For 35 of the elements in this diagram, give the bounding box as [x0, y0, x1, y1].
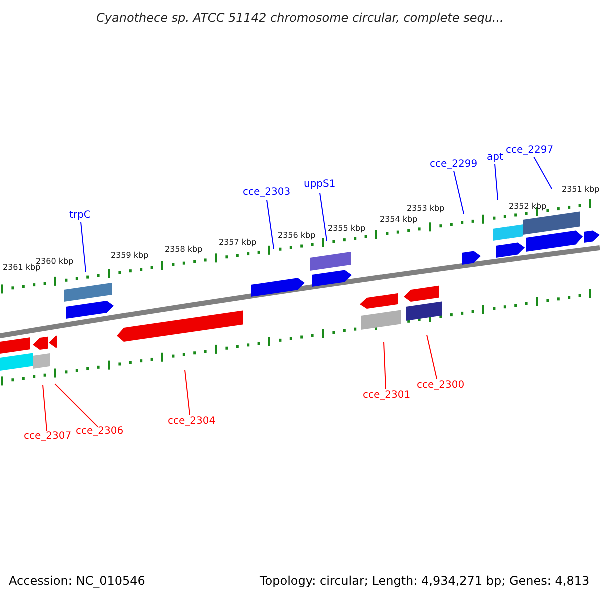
scale-label: 2361 kbp	[3, 263, 41, 274]
gene-label: cce_2300	[417, 380, 465, 392]
summary-note: Topology: circular; Length: 4,934,271 bp; Genes: 4,813	[260, 575, 590, 587]
leader-line	[384, 342, 386, 390]
leader-line	[454, 170, 464, 214]
leader-line	[54, 384, 98, 428]
scale-label: 2356 kbp	[278, 230, 316, 242]
gene-label: trpC	[70, 210, 91, 222]
gene-label: apt	[487, 152, 504, 164]
scale-label: 2351 kbp	[562, 184, 600, 196]
leader-line	[80, 222, 86, 272]
gene-label: cce_2303	[243, 187, 291, 199]
accession-note: Accession: NC_010546	[9, 575, 146, 587]
scale-label: 2358 kbp	[165, 244, 203, 256]
gene-label: cce_2299	[430, 159, 478, 171]
gene-label: cce_2304	[168, 416, 216, 428]
gene-label: uppS1	[304, 179, 336, 191]
scale-label: 2353 kbp	[407, 203, 445, 215]
scale-label: 2357 kbp	[219, 237, 257, 249]
scale-label: 2354 kbp	[380, 214, 418, 226]
leader-line	[494, 164, 498, 200]
gene-label: cce_2307	[24, 431, 72, 443]
gene-label: cce_2297	[506, 145, 554, 157]
leader-line	[320, 192, 328, 242]
gene-label: cce_2306	[76, 426, 124, 438]
leader-line	[184, 370, 190, 416]
title: Cyanothece sp. ATCC 51142 chromosome circular, complete sequ...	[96, 12, 504, 24]
leader-line	[426, 334, 438, 380]
scale-label: 2359 kbp	[111, 250, 149, 262]
scale-label: 2355 kbp	[328, 223, 366, 235]
scale-label: 2352 kbp	[509, 201, 547, 213]
gene-label: cce_2301	[363, 390, 411, 402]
leader-line	[534, 156, 552, 190]
leader-line	[42, 384, 48, 432]
leader-line	[266, 200, 274, 250]
